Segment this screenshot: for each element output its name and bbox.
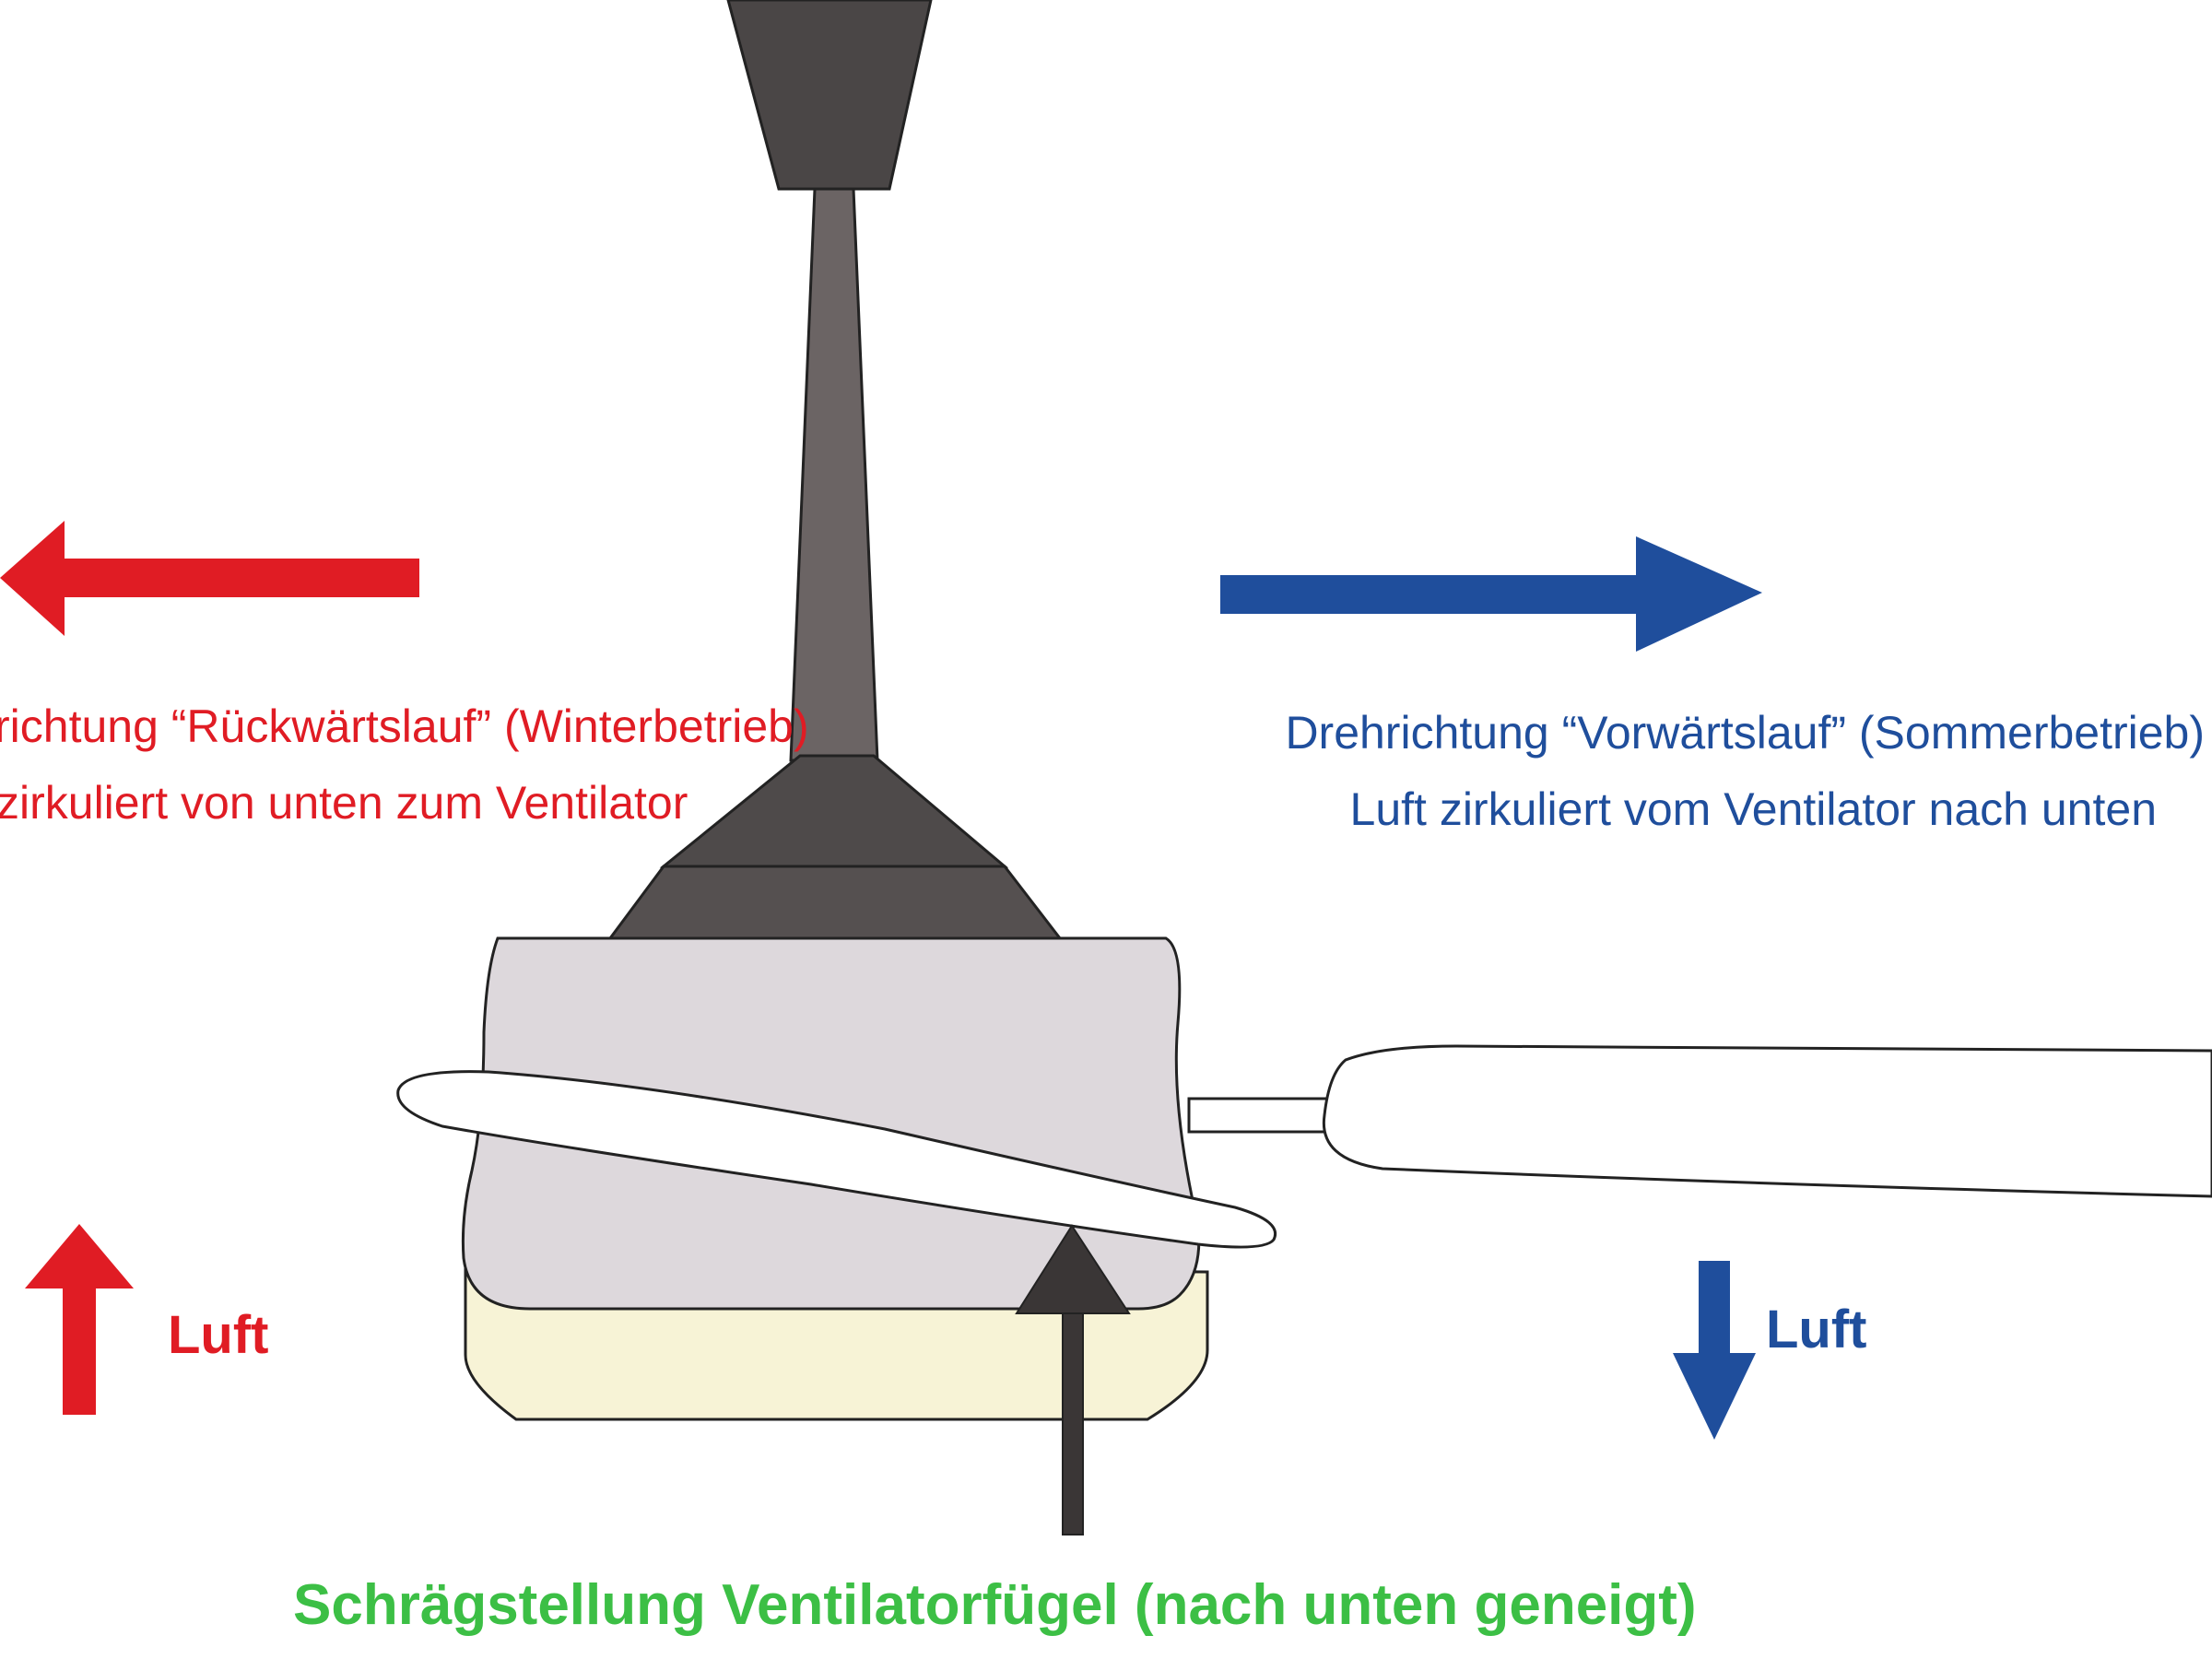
ceiling-fan (396, 0, 2212, 1535)
summer-mode-title: Drehrichtung “Vorwärtslauf” (Sommerbetri… (1285, 707, 2205, 759)
blade-tilt-label: Schrägstellung Ventilatorfügel (nach unt… (293, 1573, 1697, 1637)
winter-mode-description: zirkuliert von unten zum Ventilator (0, 777, 688, 829)
winter-direction-arrow (0, 521, 419, 636)
summer-direction-arrow (1220, 536, 1762, 652)
winter-air-up-arrow (25, 1224, 134, 1415)
winter-air-label: Luft (168, 1305, 269, 1365)
summer-mode-description: Luft zirkuliert vom Ventilator nach unte… (1350, 783, 2157, 835)
left-tilted-blade (396, 1070, 1277, 1249)
summer-air-down-arrow (1673, 1261, 1756, 1440)
down-rod (789, 187, 879, 762)
winter-mode-title: richtung “Rückwärtslauf” (Winterbetrieb) (0, 700, 809, 752)
ceiling-canopy (726, 0, 933, 191)
motor-cap-bottom (607, 865, 1064, 940)
blade-arm (1187, 1097, 1338, 1134)
motor-cap-top (659, 754, 1009, 868)
right-blade (1322, 1044, 2212, 1198)
tilt-pointer-shaft (1062, 1303, 1084, 1535)
summer-air-label: Luft (1766, 1300, 1867, 1359)
tilt-pointer-arrowhead (1015, 1224, 1131, 1314)
